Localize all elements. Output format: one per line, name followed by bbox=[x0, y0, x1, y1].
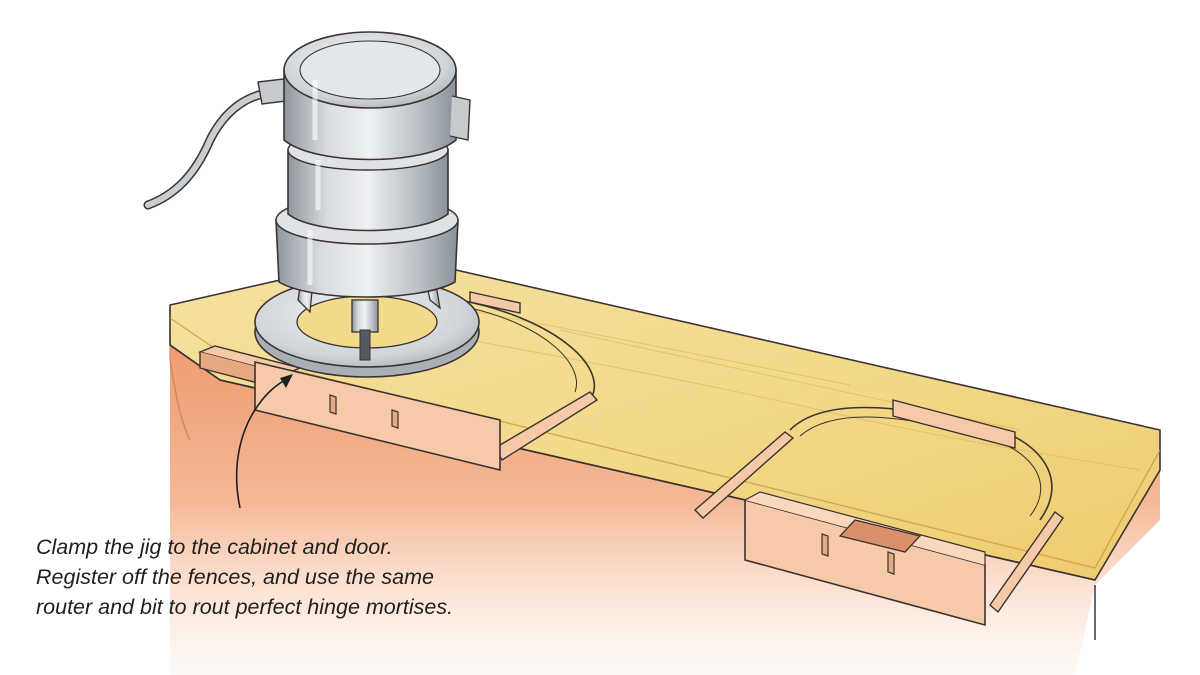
caption-line: router and bit to rout perfect hinge mor… bbox=[36, 595, 454, 619]
right-jig-template bbox=[693, 399, 1064, 627]
caption-line: Clamp the jig to the cabinet and door. bbox=[36, 535, 393, 559]
caption: Clamp the jig to the cabinet and door. R… bbox=[36, 532, 596, 622]
caption-line: Register off the fences, and use the sam… bbox=[36, 565, 434, 589]
power-cord-icon bbox=[143, 87, 290, 210]
pointer-arrow-icon bbox=[235, 374, 293, 509]
router-icon bbox=[254, 31, 480, 378]
